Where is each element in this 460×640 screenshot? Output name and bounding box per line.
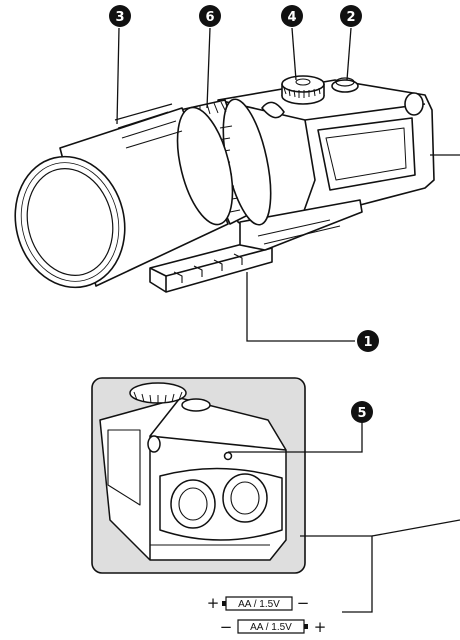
- leader-lines-top: [116, 27, 460, 342]
- svg-text:2: 2: [346, 10, 355, 25]
- callout-1: 1: [357, 330, 379, 352]
- svg-text:+: +: [314, 618, 327, 636]
- callout-5: 5: [351, 401, 373, 423]
- svg-text:1: 1: [363, 335, 372, 350]
- lens-barrel: [14, 103, 234, 289]
- callout-6: 6: [199, 5, 221, 27]
- inset-power-button: [181, 398, 211, 412]
- svg-text:−: −: [220, 618, 233, 636]
- power-button: [331, 77, 359, 93]
- front-lens-glass: [26, 168, 114, 276]
- battery-bay-left: [170, 479, 216, 529]
- svg-text:4: 4: [287, 10, 296, 25]
- side-panel-inner: [325, 127, 407, 181]
- focus-dial: [281, 75, 325, 105]
- battery-bay-right: [222, 473, 268, 523]
- svg-text:5: 5: [357, 406, 366, 421]
- svg-text:+: +: [207, 594, 220, 612]
- callout-4: 4: [281, 5, 303, 27]
- body-front-edge: [299, 119, 316, 223]
- svg-text:3: 3: [115, 10, 124, 25]
- side-knob: [404, 92, 424, 116]
- callout-2: 2: [340, 5, 362, 27]
- svg-text:AA / 1.5V: AA / 1.5V: [238, 599, 280, 610]
- body-slot: [261, 101, 285, 119]
- inset-battery-view: [91, 377, 306, 574]
- battery-symbol-1: + AA / 1.5V −: [207, 594, 310, 612]
- svg-text:AA / 1.5V: AA / 1.5V: [250, 622, 292, 633]
- svg-text:6: 6: [205, 10, 214, 25]
- battery-symbol-2: − AA / 1.5V +: [220, 618, 327, 636]
- svg-text:−: −: [297, 594, 310, 612]
- leader-lines-inset: [228, 422, 460, 613]
- device-main-view: [14, 75, 435, 293]
- indicator-hole: [223, 451, 233, 461]
- callout-3: 3: [109, 5, 131, 27]
- rail-mount: [149, 199, 363, 293]
